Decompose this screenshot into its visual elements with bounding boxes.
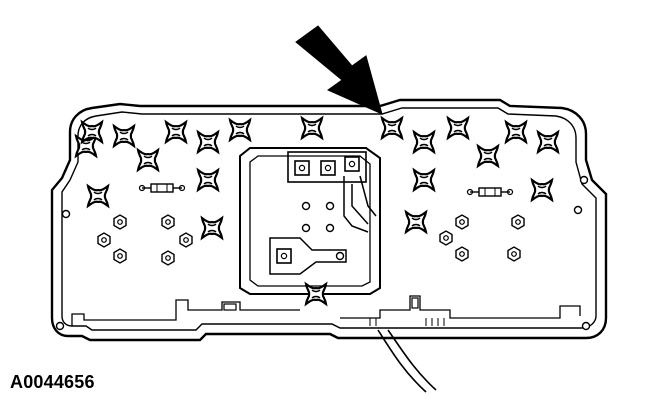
mount-hole (55, 321, 65, 331)
bulb-socket (404, 210, 428, 234)
bulb-socket (164, 120, 188, 144)
mount-hole (579, 175, 589, 185)
housing-hole (325, 223, 335, 233)
mounting-stud (455, 214, 469, 230)
mounting-stud (97, 232, 111, 248)
housing-hole (335, 251, 345, 261)
mounting-stud (161, 214, 175, 230)
housing-hole (325, 201, 335, 211)
mount-hole (61, 209, 71, 219)
mount-hole (581, 321, 591, 331)
bulb-socket (80, 120, 104, 144)
board-outline-outer (50, 98, 608, 342)
wire-harness (377, 329, 437, 393)
housing-hole (301, 223, 311, 233)
bulb-socket (200, 216, 224, 240)
terminal (344, 156, 360, 172)
terminal-block (287, 151, 367, 183)
bulb-socket (412, 130, 436, 154)
bottom-slot (223, 303, 237, 311)
circuit-trace (343, 175, 377, 233)
bulb-socket (380, 116, 404, 140)
bulb-socket (196, 130, 220, 154)
trace-dot (506, 188, 514, 196)
mount-hole (573, 205, 583, 215)
bulb-socket (86, 184, 110, 208)
mounting-stud (161, 250, 175, 266)
mounting-stud (511, 214, 525, 230)
arrow-icon (295, 25, 383, 115)
mounting-stud (179, 232, 193, 248)
mounting-stud (455, 246, 469, 262)
terminal (276, 248, 292, 264)
bulb-socket (530, 178, 554, 202)
figure-id-label: A0044656 (10, 372, 95, 392)
center-housing-outer (239, 147, 381, 295)
bulb-socket (446, 116, 470, 140)
housing-hole (301, 201, 311, 211)
bulb-socket (136, 148, 160, 172)
bottom-slot (411, 297, 419, 309)
terminal (294, 160, 310, 176)
bottom-tab-left (71, 299, 300, 326)
bulb-socket (304, 282, 328, 306)
trace-dot (138, 184, 146, 192)
mounting-stud (113, 214, 127, 230)
resistor (141, 183, 183, 193)
trace-dot (466, 188, 474, 196)
mounting-stud (439, 230, 453, 246)
bottom-ridge (369, 318, 445, 326)
terminal (320, 160, 336, 176)
bulb-socket (476, 144, 500, 168)
mounting-stud (113, 248, 127, 264)
bulb-socket (412, 168, 436, 192)
resistor (469, 187, 511, 197)
bulb-socket (504, 120, 528, 144)
center-housing-inner (249, 155, 371, 287)
bottom-tab-right (340, 295, 581, 319)
circuit-trace (269, 237, 347, 275)
bulb-socket (228, 118, 252, 142)
bulb-socket (112, 124, 136, 148)
bulb-socket (300, 116, 324, 140)
bulb-socket (536, 130, 560, 154)
mounting-stud (507, 246, 521, 262)
trace-dot (178, 184, 186, 192)
bulb-socket (196, 168, 220, 192)
